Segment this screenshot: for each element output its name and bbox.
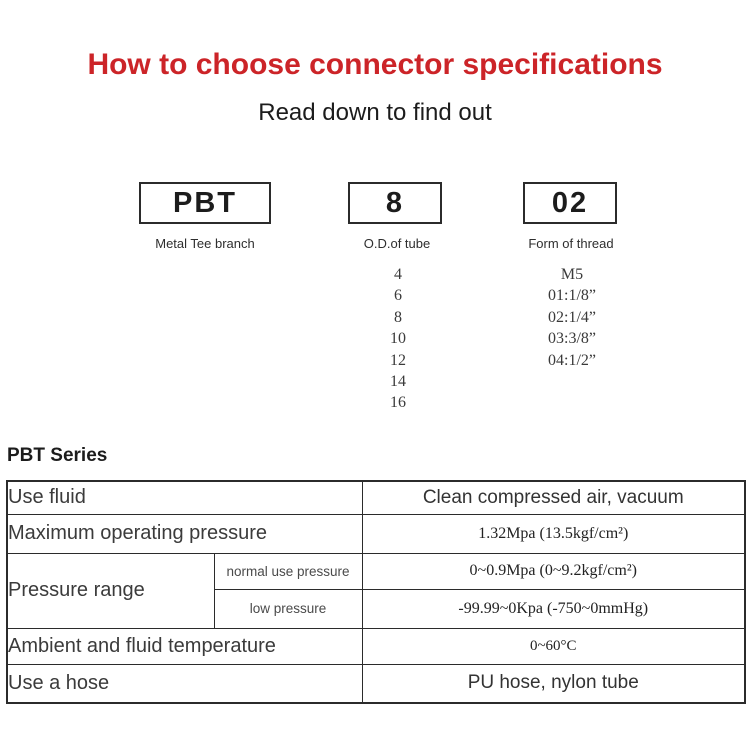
page-title: How to choose connector specifications: [87, 48, 663, 81]
thread-option-list: M5 01:1/8” 02:1/4” 03:3/8” 04:1/2”: [506, 264, 638, 371]
spec-row-label: Use a hose: [6, 663, 363, 704]
tube-od-option: 12: [390, 351, 406, 369]
code-box-tube-od: 8: [348, 182, 442, 224]
spec-subrow-value: 0~0.9Mpa (0~9.2kgf/cm²): [361, 552, 746, 590]
thread-option: 03:3/8”: [548, 330, 596, 348]
thread-option: 01:1/8”: [548, 287, 596, 305]
code-box-thread-label: Form of thread: [528, 236, 614, 251]
table-row: low pressure -99.99~0Kpa (-750~0mmHg): [7, 588, 746, 629]
page-subtitle: Read down to find out: [258, 99, 492, 126]
spec-subrow-label: normal use pressure: [213, 552, 363, 590]
series-heading: PBT Series: [7, 445, 108, 466]
code-box-thread-text: 02: [551, 186, 589, 219]
table-row: Maximum operating pressure 1.32Mpa (13.5…: [6, 513, 746, 554]
tube-od-option: 10: [390, 330, 406, 348]
table-row: Ambient and fluid temperature 0~60°C: [6, 627, 746, 665]
code-box-series: PBT: [139, 182, 271, 224]
tube-od-option: 16: [390, 394, 406, 412]
spec-row-label: Ambient and fluid temperature: [6, 627, 363, 665]
table-row: Pressure range normal use pressure 0~0.9…: [6, 552, 746, 629]
table-row: Use a hose PU hose, nylon tube: [6, 663, 746, 704]
tube-od-option: 14: [390, 373, 406, 391]
thread-option: 02:1/4”: [548, 308, 596, 326]
code-box-thread: 02: [523, 182, 617, 224]
spec-row-value: 0~60°C: [361, 627, 746, 665]
spec-row-value: 1.32Mpa (13.5kgf/cm²): [361, 513, 746, 554]
spec-subrow-value: -99.99~0Kpa (-750~0mmHg): [361, 588, 746, 629]
code-box-tube-od-text: 8: [385, 186, 405, 219]
code-box-series-text: PBT: [173, 186, 237, 219]
code-box-tube-od-label: O.D.of tube: [363, 236, 431, 251]
spec-row-value: Clean compressed air, vacuum: [361, 480, 746, 515]
spec-row-value: PU hose, nylon tube: [361, 663, 746, 704]
tube-od-option: 8: [394, 308, 402, 326]
thread-option: 04:1/2”: [548, 351, 596, 369]
table-row: Use fluid Clean compressed air, vacuum: [6, 480, 746, 515]
tube-od-option-list: 4 6 8 10 12 14 16: [348, 264, 448, 414]
spec-row-label: Use fluid: [6, 480, 363, 515]
code-box-series-label: Metal Tee branch: [155, 236, 255, 251]
tube-od-option: 4: [394, 266, 402, 283]
spec-subrow-label: low pressure: [213, 588, 363, 629]
spec-row-label: Pressure range: [6, 552, 215, 629]
thread-option: M5: [560, 266, 584, 283]
tube-od-option: 6: [394, 287, 402, 305]
spec-table: Use fluid Clean compressed air, vacuum M…: [6, 480, 746, 704]
spec-row-label: Maximum operating pressure: [6, 513, 363, 554]
